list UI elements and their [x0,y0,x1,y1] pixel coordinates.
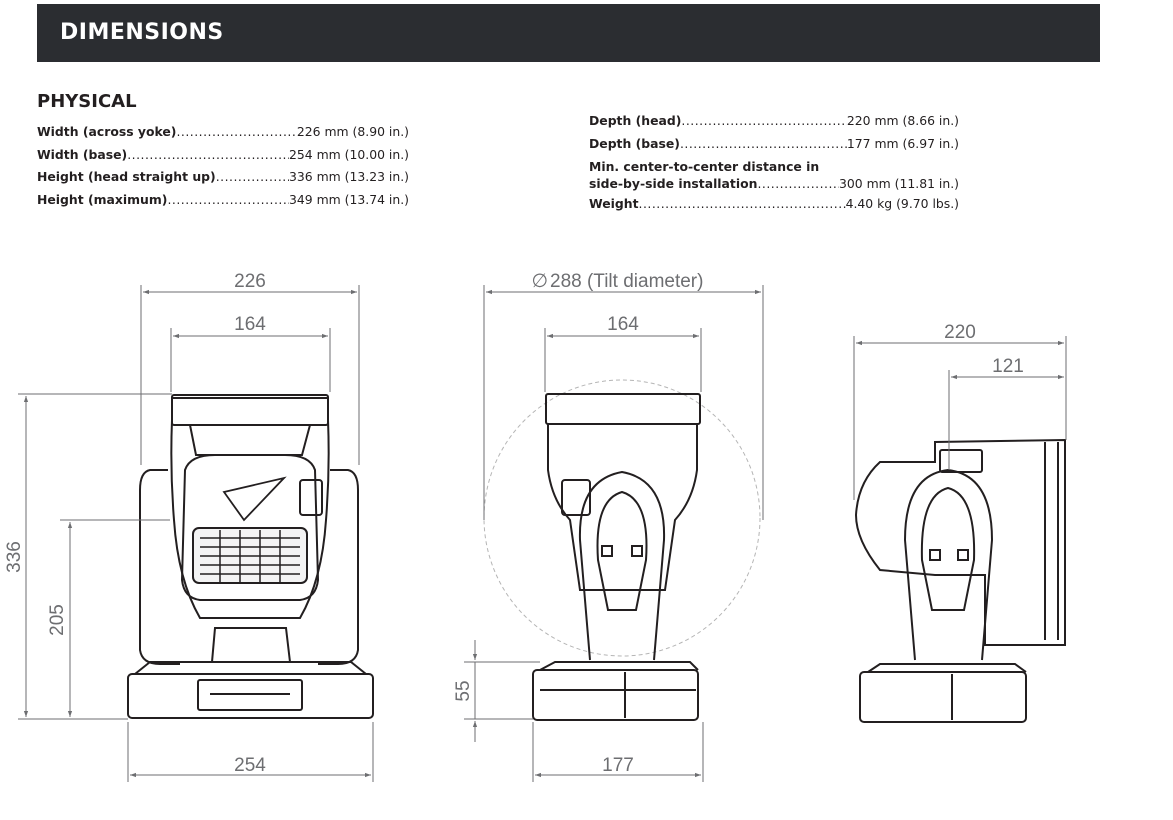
dot-leader: ........................................… [215,169,289,185]
dim-side-base-height: 55 [453,680,474,701]
spec-row-depth-base: Depth (base) ...........................… [589,133,959,156]
spec-value: 220 mm (8.66 in.) [846,113,959,128]
front-view-dimensions [18,285,374,782]
section-title: PHYSICAL [37,91,137,112]
side-view-dimensions [464,285,764,782]
spec-label: Height (head straight up) [37,169,216,185]
dim-front-height-tilt: 205 [47,604,68,636]
spec-label-continued: side-by-side installation [589,176,758,192]
front-view-drawing [127,394,374,719]
spec-row-width-yoke: Width (across yoke) ....................… [37,121,409,144]
dim-side-width-inner: 164 [607,314,639,335]
spec-label: Min. center-to-center distance in [589,159,820,175]
dim-front-width-yoke: 226 [234,271,266,292]
dim-front-width-base: 254 [234,755,266,776]
spec-table-left: Width (across yoke) ....................… [37,121,409,211]
spec-value: 254 mm (10.00 in.) [289,146,409,162]
dim-side-tilt-diameter: 288 (Tilt diameter) [550,271,703,292]
dot-leader: ........................................… [679,135,847,151]
spec-row-weight: Weight .................................… [589,193,959,216]
spec-label: Depth (head) [589,113,682,128]
spec-value: 300 mm (11.81 in.) [839,176,959,192]
dot-leader: ........................................… [638,196,846,212]
banner-title: DIMENSIONS [60,20,224,45]
header-banner: DIMENSIONS [37,4,1100,62]
dot-leader: ........................................… [757,176,839,192]
diameter-symbol: ∅ [531,271,548,292]
dot-leader: ........................................… [127,146,289,162]
spec-row-width-base: Width (base) ...........................… [37,144,409,167]
dim-front-width-inner: 164 [234,314,266,335]
spec-label: Width (base) [37,146,128,162]
spec-label: Width (across yoke) [37,124,177,139]
side-view-drawing [483,379,761,721]
spec-table-right: Depth (head) ...........................… [589,110,959,216]
dot-leader: ........................................… [681,113,846,128]
spec-row-depth-head: Depth (head) ...........................… [589,110,959,133]
dim-rear-offset: 121 [992,356,1024,377]
spec-label: Height (maximum) [37,191,168,207]
spec-row-height-head: Height (head straight up) ..............… [37,166,409,189]
rear-view-dimensions [853,336,1067,500]
spec-value: 4.40 kg (9.70 lbs.) [845,196,959,212]
spec-value: 336 mm (13.23 in.) [289,169,409,185]
dot-leader: ........................................… [167,191,289,207]
dim-side-depth-base: 177 [602,755,634,776]
dot-leader: ........................................… [176,124,297,139]
spec-value: 177 mm (6.97 in.) [846,135,959,151]
dim-rear-depth-head: 220 [944,322,976,343]
rear-view-drawing [854,438,1066,723]
spec-value: 226 mm (8.90 in.) [296,124,409,139]
dim-front-height-total: 336 [4,541,25,573]
spec-value: 349 mm (13.74 in.) [289,191,409,207]
spec-label: Depth (base) [589,135,680,151]
spec-row-height-max: Height (maximum) .......................… [37,189,409,212]
spec-row-min-distance: Min. center-to-center distance in side-b… [589,155,959,193]
spec-label: Weight [589,196,639,212]
